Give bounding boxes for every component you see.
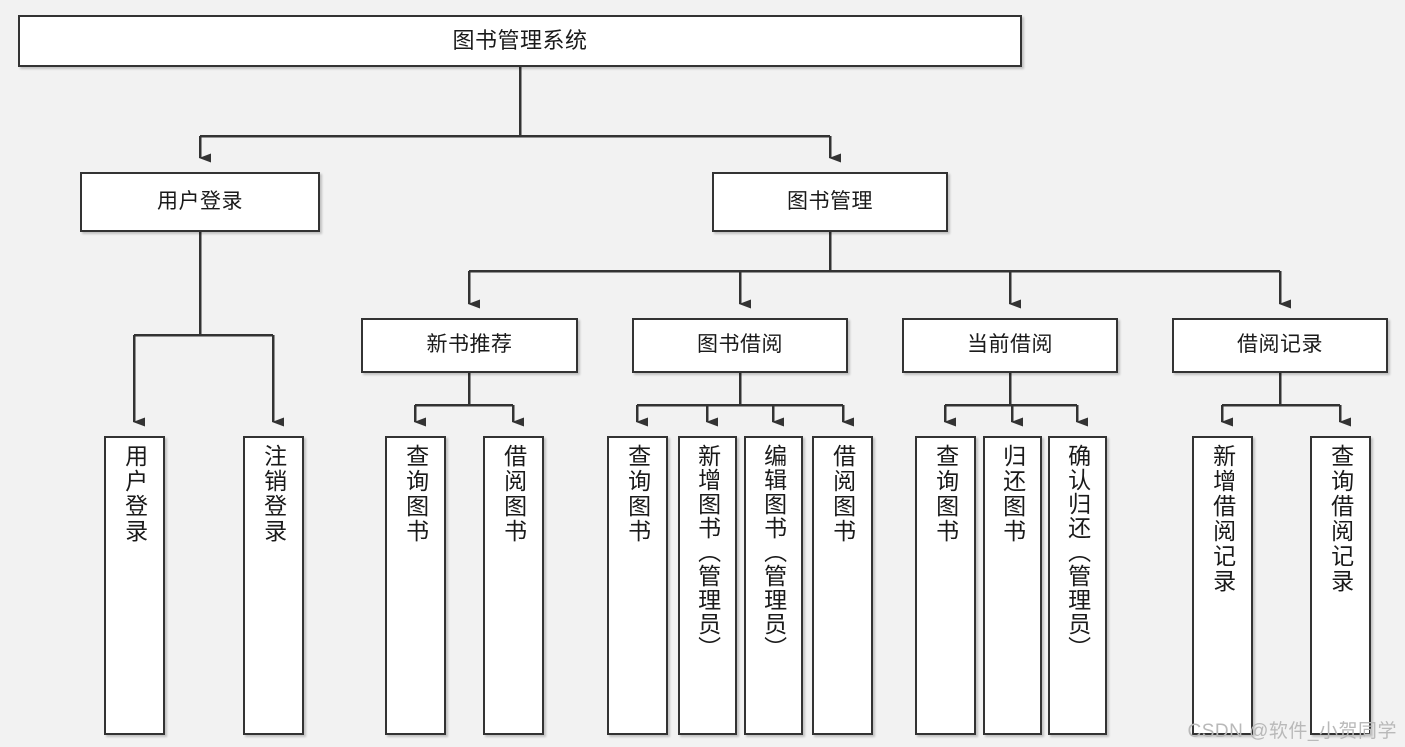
node-label: 图书管理系统 [452,28,588,54]
node-leaf-query-record[interactable]: 查询借阅记录 [1310,436,1371,735]
node-leaf-logout[interactable]: 注销登录 [243,436,304,735]
node-label: 归还图书 [999,444,1026,544]
node-label: 确认归还（管理员） [1064,444,1091,660]
node-new-book-rec[interactable]: 新书推荐 [361,318,578,373]
node-label: 用户登录 [121,444,148,544]
node-leaf-query-book-3[interactable]: 查询图书 [915,436,976,735]
node-label: 查询借阅记录 [1327,444,1354,594]
node-label: 新增借阅记录 [1209,444,1236,594]
node-label: 查询图书 [932,444,959,544]
node-leaf-query-book-2[interactable]: 查询图书 [607,436,668,735]
node-book-manage[interactable]: 图书管理 [712,172,948,232]
node-label: 图书管理 [787,189,873,213]
node-leaf-add-book[interactable]: 新增图书（管理员） [678,436,737,735]
node-leaf-borrow-book-1[interactable]: 借阅图书 [483,436,544,735]
node-label: 用户登录 [157,189,243,213]
node-label: 新书推荐 [426,333,513,357]
node-borrow-record[interactable]: 借阅记录 [1172,318,1388,373]
node-label: 编辑图书（管理员） [760,444,787,660]
node-leaf-user-login[interactable]: 用户登录 [104,436,165,735]
node-label: 查询图书 [402,444,429,544]
node-label: 注销登录 [260,444,287,544]
node-label: 当前借阅 [967,333,1053,357]
node-root[interactable]: 图书管理系统 [18,15,1022,67]
node-leaf-confirm-return[interactable]: 确认归还（管理员） [1048,436,1107,735]
node-leaf-query-book-1[interactable]: 查询图书 [385,436,446,735]
node-label: 借阅记录 [1237,333,1323,357]
watermark: CSDN @软件_小贺同学 [1187,721,1397,742]
node-label: 图书借阅 [697,333,783,357]
node-leaf-return-book[interactable]: 归还图书 [983,436,1042,735]
node-leaf-edit-book[interactable]: 编辑图书（管理员） [744,436,803,735]
node-label: 新增图书（管理员） [694,444,721,660]
node-leaf-borrow-book-2[interactable]: 借阅图书 [812,436,873,735]
node-current-borrow[interactable]: 当前借阅 [902,318,1118,373]
node-label: 借阅图书 [829,444,856,544]
node-label: 查询图书 [624,444,651,544]
node-label: 借阅图书 [500,444,527,544]
node-book-borrow[interactable]: 图书借阅 [632,318,848,373]
node-user-login[interactable]: 用户登录 [80,172,320,232]
node-leaf-add-record[interactable]: 新增借阅记录 [1192,436,1253,735]
